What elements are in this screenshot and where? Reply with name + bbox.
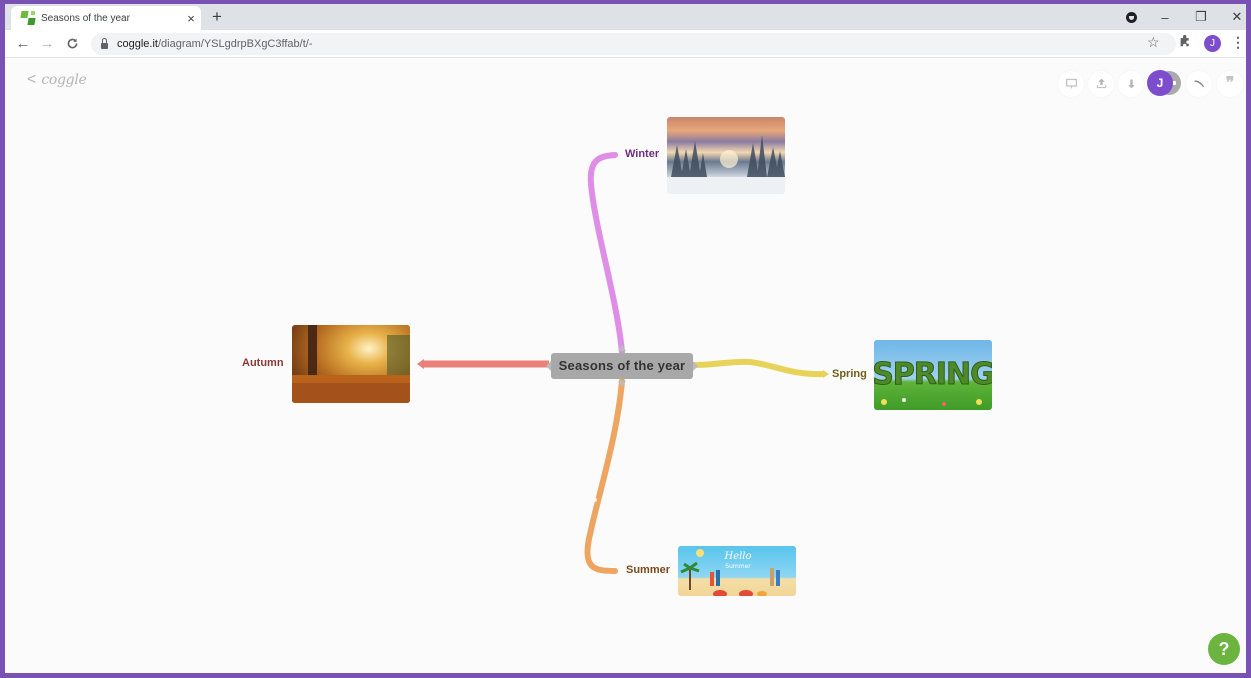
- back-button[interactable]: ←: [15, 35, 31, 52]
- beach-image: Hello Summer: [680, 549, 780, 596]
- tab-strip: Seasons of the year × + – ❐ ✕: [5, 4, 1246, 30]
- coggle-logo: coggle: [41, 72, 87, 88]
- hello-text: Hello: [723, 551, 751, 562]
- spring-node-label[interactable]: Spring: [832, 368, 867, 380]
- bookmark-star-icon[interactable]: ☆: [1147, 34, 1160, 50]
- close-window-button[interactable]: ✕: [1231, 9, 1243, 24]
- summer-text: Summer: [725, 563, 751, 570]
- browser-menu-icon[interactable]: ⋮: [1231, 34, 1245, 50]
- upload-icon: [1096, 78, 1106, 89]
- restore-button[interactable]: ❐: [1195, 9, 1207, 24]
- reload-button[interactable]: [62, 34, 82, 54]
- address-bar[interactable]: coggle.it/diagram/YSLgdrpBXgC3ffab/t/-: [91, 33, 1176, 55]
- present-button[interactable]: [1058, 71, 1084, 97]
- minimize-button[interactable]: –: [1161, 9, 1169, 25]
- profile-menu-button[interactable]: [1113, 4, 1149, 30]
- collaborators[interactable]: J: [1147, 70, 1183, 96]
- summer-image[interactable]: Hello Summer: [678, 546, 796, 596]
- browser-toolbar: ← → coggle.it/diagram/YSLgdrpBXgC3ffab/t…: [5, 30, 1246, 58]
- presentation-icon: [1065, 78, 1077, 89]
- winter-branch[interactable]: [587, 152, 625, 355]
- snowy-forest-image: [667, 135, 785, 194]
- branch-style-button[interactable]: [1186, 71, 1212, 97]
- mindmap-canvas[interactable]: < coggle J ❞ Seasons of the year Winter: [5, 59, 1246, 673]
- new-tab-button[interactable]: +: [212, 7, 222, 26]
- comments-button[interactable]: ❞: [1217, 71, 1243, 97]
- browser-window: Seasons of the year × + – ❐ ✕ ← → coggle…: [5, 4, 1246, 673]
- spring-image-text: SPRING: [874, 357, 992, 392]
- spring-image[interactable]: SPRING: [874, 340, 992, 410]
- extensions-icon[interactable]: [1179, 34, 1192, 50]
- lock-icon: [101, 37, 108, 49]
- share-upload-button[interactable]: [1088, 71, 1114, 97]
- chevron-left-icon: <: [27, 71, 37, 88]
- back-to-coggle-link[interactable]: < coggle: [27, 71, 87, 89]
- help-button[interactable]: ?: [1208, 633, 1240, 665]
- download-icon: [1127, 79, 1135, 89]
- coggle-favicon-icon: [20, 11, 36, 25]
- forward-button[interactable]: →: [39, 35, 55, 52]
- user-avatar[interactable]: J: [1147, 70, 1173, 96]
- puzzle-icon: [1180, 34, 1189, 47]
- branch-lines: [417, 152, 829, 574]
- profile-circle-icon: [1125, 11, 1137, 23]
- autumn-park-image: [292, 325, 410, 403]
- autumn-node-label[interactable]: Autumn: [242, 357, 284, 369]
- download-button[interactable]: [1118, 71, 1144, 97]
- reload-icon: [67, 38, 77, 49]
- summer-node-label[interactable]: Summer: [626, 564, 671, 576]
- autumn-image[interactable]: [292, 325, 410, 403]
- summer-branch[interactable]: [584, 378, 625, 574]
- profile-avatar[interactable]: J: [1204, 35, 1221, 52]
- tab-close-icon[interactable]: ×: [187, 10, 195, 26]
- branch-curve-icon: [1194, 80, 1204, 88]
- spring-branch[interactable]: [692, 358, 826, 378]
- root-node[interactable]: Seasons of the year: [551, 353, 693, 379]
- url-text: coggle.it/diagram/YSLgdrpBXgC3ffab/t/-: [117, 38, 313, 50]
- spring-letters-image: SPRING: [874, 357, 992, 406]
- winter-image[interactable]: [667, 117, 785, 194]
- winter-node-label[interactable]: Winter: [625, 148, 660, 160]
- tab-seasons[interactable]: Seasons of the year ×: [11, 6, 201, 30]
- tab-title: Seasons of the year: [41, 12, 130, 24]
